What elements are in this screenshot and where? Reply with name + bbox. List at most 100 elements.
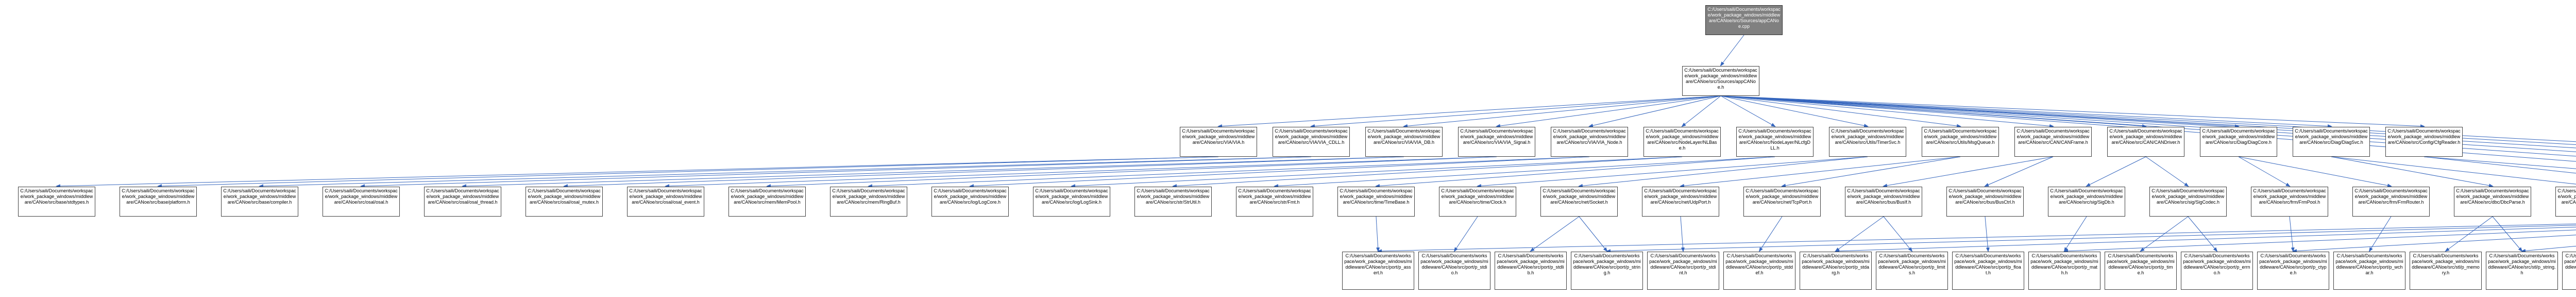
graph-edge [1984,156,2054,187]
graph-edge [665,156,1497,188]
graph-node-e4[interactable]: C:/Users/saili/Documents/workspace/work_… [1647,252,1719,290]
graph-node-e13[interactable]: C:/Users/saili/Documents/workspace/work_… [2333,252,2405,290]
graph-node-d25[interactable]: C:/Users/saili/Documents/workspace/work_… [2555,187,2576,217]
graph-node-c3[interactable]: C:/Users/saili/Documents/workspace/work_… [1458,127,1535,157]
graph-edge [2424,156,2576,169]
graph-node-e5[interactable]: C:/Users/saili/Documents/workspace/work_… [1723,252,1795,290]
graph-edge [1578,156,1868,188]
graph-node-a0[interactable]: C:/Users/saili/Documents/workspace/work_… [1705,5,1783,35]
graph-edge [2368,216,2392,252]
graph-edge [2331,156,2494,188]
graph-node-e11[interactable]: C:/Users/saili/Documents/workspace/work_… [2181,252,2253,290]
graph-node-d16[interactable]: C:/Users/saili/Documents/workspace/work_… [1642,187,1719,217]
graph-edge [969,156,1590,188]
graph-edge [56,156,1219,188]
graph-edge [2063,216,2087,252]
graph-node-c1[interactable]: C:/Users/saili/Documents/workspace/work_… [1273,127,1350,157]
graph-node-e9[interactable]: C:/Users/saili/Documents/workspace/work_… [2028,252,2100,290]
graph-edge [1375,156,1775,188]
graph-node-d4[interactable]: C:/Users/saili/Documents/workspace/work_… [424,187,501,217]
graph-node-e0[interactable]: C:/Users/saili/Documents/workspace/work_… [1342,252,1414,290]
graph-node-d15[interactable]: C:/Users/saili/Documents/workspace/work_… [1540,187,1618,217]
graph-edge [2445,216,2493,252]
graph-node-e8[interactable]: C:/Users/saili/Documents/workspace/work_… [1952,252,2024,290]
graph-edge [1720,95,2425,128]
graph-node-c10[interactable]: C:/Users/saili/Documents/workspace/work_… [2107,127,2184,157]
graph-node-d23[interactable]: C:/Users/saili/Documents/workspace/work_… [2352,187,2430,217]
graph-edge [2145,156,2189,187]
graph-node-d8[interactable]: C:/Users/saili/Documents/workspace/work_… [830,187,907,217]
graph-edge [1588,95,1721,127]
graph-edge [2086,156,2146,187]
graph-edge [2188,216,2218,252]
graph-node-e12[interactable]: C:/Users/saili/Documents/workspace/work_… [2257,252,2329,290]
graph-edge [2331,156,2576,185]
graph-node-d2[interactable]: C:/Users/saili/Documents/workspace/work_… [221,187,298,217]
graph-node-e15[interactable]: C:/Users/saili/Documents/workspace/work_… [2486,252,2558,290]
graph-edge [2424,156,2576,174]
graph-edge [766,156,1497,188]
graph-node-e7[interactable]: C:/Users/saili/Documents/workspace/work_… [1876,252,1948,290]
graph-edge [1720,95,2147,128]
graph-edge [1758,216,1783,252]
graph-node-d20[interactable]: C:/Users/saili/Documents/workspace/work_… [2048,187,2125,217]
graph-node-d24[interactable]: C:/Users/saili/Documents/workspace/work_… [2454,187,2531,217]
graph-node-c9[interactable]: C:/Users/saili/Documents/workspace/work_… [2014,127,2092,157]
graph-node-d14[interactable]: C:/Users/saili/Documents/workspace/work_… [1439,187,1516,217]
graph-edge [1781,156,1961,188]
graph-edge [868,156,1590,188]
graph-node-d13[interactable]: C:/Users/saili/Documents/workspace/work_… [1337,187,1415,217]
graph-node-c12[interactable]: C:/Users/saili/Documents/workspace/work_… [2293,127,2370,157]
graph-node-d9[interactable]: C:/Users/saili/Documents/workspace/work_… [931,187,1009,217]
graph-edge [1680,156,1961,188]
graph-node-e1[interactable]: C:/Users/saili/Documents/workspace/work_… [1418,252,1490,290]
graph-edge [1720,95,1869,128]
graph-node-d3[interactable]: C:/Users/saili/Documents/workspace/work_… [323,187,400,217]
graph-node-e10[interactable]: C:/Users/saili/Documents/workspace/work_… [2105,252,2177,290]
graph-node-d11[interactable]: C:/Users/saili/Documents/workspace/work_… [1134,187,1212,217]
graph-edge [563,156,1404,188]
graph-edge [2289,216,2295,252]
graph-edge [360,156,1312,188]
graph-node-d18[interactable]: C:/Users/saili/Documents/workspace/work_… [1845,187,1922,217]
graph-node-d21[interactable]: C:/Users/saili/Documents/workspace/work_… [2149,187,2227,217]
graph-node-d17[interactable]: C:/Users/saili/Documents/workspace/work_… [1743,187,1821,217]
graph-node-e6[interactable]: C:/Users/saili/Documents/workspace/work_… [1800,252,1872,290]
graph-node-d1[interactable]: C:/Users/saili/Documents/workspace/work_… [120,187,197,217]
graph-node-d7[interactable]: C:/Users/saili/Documents/workspace/work_… [728,187,806,217]
graph-edge [1883,216,1913,252]
graph-node-d12[interactable]: C:/Users/saili/Documents/workspace/work_… [1236,187,1313,217]
graph-node-d10[interactable]: C:/Users/saili/Documents/workspace/work_… [1033,187,1110,217]
graph-node-c5[interactable]: C:/Users/saili/Documents/workspace/work_… [1643,127,1721,157]
graph-node-c7[interactable]: C:/Users/saili/Documents/workspace/work_… [1829,127,1906,157]
graph-edge [1071,156,1683,188]
graph-node-e2[interactable]: C:/Users/saili/Documents/workspace/work_… [1495,252,1567,290]
graph-edge [1403,95,1721,128]
graph-node-b0[interactable]: C:/Users/saili/Documents/workspace/work_… [1682,66,1759,96]
graph-edge [1720,95,2240,128]
graph-edge [1274,156,1775,188]
graph-edge [1720,95,2332,128]
graph-node-c8[interactable]: C:/Users/saili/Documents/workspace/work_… [1922,127,1999,157]
graph-node-c2[interactable]: C:/Users/saili/Documents/workspace/work_… [1365,127,1443,157]
graph-node-d22[interactable]: C:/Users/saili/Documents/workspace/work_… [2251,187,2328,217]
graph-edge [1835,216,1884,252]
graph-edge [1720,35,1744,67]
graph-node-d6[interactable]: C:/Users/saili/Documents/workspace/work_… [627,187,704,217]
graph-edge [1720,95,1961,128]
graph-node-c13[interactable]: C:/Users/saili/Documents/workspace/work_… [2385,127,2463,157]
graph-node-e14[interactable]: C:/Users/saili/Documents/workspace/work_… [2410,252,2482,290]
graph-node-e3[interactable]: C:/Users/saili/Documents/workspace/work_… [1571,252,1643,290]
graph-node-c6[interactable]: C:/Users/saili/Documents/workspace/work_… [1736,127,1814,157]
graph-edge [1496,95,1721,128]
graph-node-d19[interactable]: C:/Users/saili/Documents/workspace/work_… [1946,187,2024,217]
graph-node-c0[interactable]: C:/Users/saili/Documents/workspace/work_… [1180,127,1257,157]
graph-node-e16[interactable]: C:/Users/saili/Documents/workspace/work_… [2562,252,2576,290]
graph-node-d5[interactable]: C:/Users/saili/Documents/workspace/work_… [526,187,603,217]
graph-edge [1720,95,2054,128]
graph-node-c11[interactable]: C:/Users/saili/Documents/workspace/work_… [2200,127,2277,157]
graph-node-d0[interactable]: C:/Users/saili/Documents/workspace/work_… [18,187,95,217]
graph-edge [1310,95,1721,128]
graph-node-c4[interactable]: C:/Users/saili/Documents/workspace/work_… [1551,127,1628,157]
